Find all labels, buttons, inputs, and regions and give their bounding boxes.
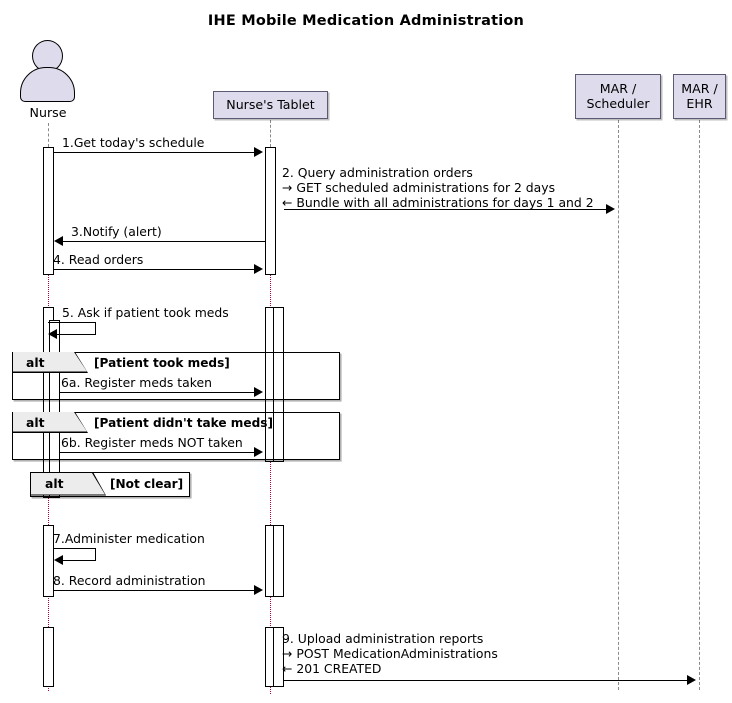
message-sub-2-1: → GET scheduled administrations for 2 da…	[282, 180, 594, 195]
message-label-3: 3.Notify (alert)	[71, 224, 162, 239]
lifeline-nurse-seg2	[48, 274, 49, 308]
arrow-glyph-right: →	[282, 180, 293, 196]
message-arrow-2-line	[284, 209, 608, 210]
message-arrow-1-head	[254, 147, 263, 157]
message-arrow-5-bottom	[56, 334, 96, 335]
message-arrow-7-head	[54, 555, 63, 565]
message-arrow-9-line	[284, 680, 689, 681]
message-arrow-3-head	[54, 236, 63, 246]
participant-label-scheduler-line2: Scheduler	[586, 95, 650, 111]
alt-fragment-1	[12, 352, 340, 400]
lifeline-tablet-seg1	[270, 120, 271, 147]
message-link-2-1[interactable]: GET scheduled administrations for 2 days	[296, 180, 556, 196]
message-label-4: 4. Read orders	[53, 252, 144, 267]
activation-nurse-3	[43, 525, 54, 597]
alt-fragment-1-tag: alt	[26, 355, 45, 370]
alt-fragment-2	[12, 412, 340, 460]
arrow-glyph-right: →	[282, 646, 293, 662]
activation-nurse-4	[43, 627, 54, 687]
participant-scheduler[interactable]: MAR / Scheduler	[575, 74, 661, 119]
actor-body-icon	[20, 67, 75, 102]
message-label-2: 2. Query administration orders	[282, 165, 473, 180]
participant-label-tablet: Nurse's Tablet	[226, 96, 315, 112]
message-link-2-2[interactable]: Bundle with all administrations for days…	[296, 195, 594, 211]
message-sub-9-2: ← 201 CREATED	[282, 661, 498, 676]
message-arrow-5-top	[48, 322, 96, 323]
lifeline-tablet-seg4	[270, 596, 271, 628]
message-link-9-1[interactable]: POST MedicationAdministrations	[296, 646, 498, 662]
diagram-title: IHE Mobile Medication Administration	[207, 13, 525, 29]
lifeline-tablet-seg3	[270, 461, 271, 525]
message-arrow-7-top	[54, 548, 96, 549]
alt-fragment-2-condition: [Patient didn't take meds]	[94, 416, 273, 430]
message-arrow-6a-head	[254, 387, 263, 397]
lifeline-tablet-seg2	[270, 274, 271, 308]
message-arrow-6b-head	[254, 447, 263, 457]
lifeline-ehr	[699, 120, 700, 690]
alt-fragment-3-tag: alt	[45, 476, 64, 491]
participant-label-ehr-line2: EHR	[686, 95, 713, 111]
message-label-5: 5. Ask if patient took meds	[62, 305, 229, 320]
message-arrow-4-line	[54, 269, 256, 270]
arrow-glyph-left: ←	[282, 195, 293, 211]
participant-label-scheduler-line1: MAR /	[599, 80, 637, 96]
message-arrow-8-line	[54, 590, 256, 591]
message-label-6b: 6b. Register meds NOT taken	[61, 435, 243, 450]
lifeline-scheduler	[618, 120, 619, 690]
alt-fragment-1-condition: [Patient took meds]	[94, 356, 230, 370]
message-label-9: 9. Upload administration reports	[282, 631, 484, 646]
lifeline-nurse-seg3	[48, 497, 49, 525]
message-label-8: 8. Record administration	[53, 573, 206, 588]
alt-fragment-1-header	[13, 352, 87, 372]
message-sub-9-1: → POST MedicationAdministrations	[282, 646, 498, 661]
lifeline-nurse-seg1	[48, 123, 49, 147]
message-arrow-3-line	[62, 241, 265, 242]
activation-tablet-4b	[273, 627, 284, 687]
message-arrow-8-head	[254, 585, 263, 595]
message-label-7: 7.Administer medication	[53, 531, 205, 546]
message-label-6a: 6a. Register meds taken	[61, 375, 212, 390]
message-arrow-9-head	[687, 675, 696, 685]
message-arrow-5-side	[95, 322, 96, 334]
message-arrow-7-bottom	[62, 560, 96, 561]
message-arrow-7-side	[95, 548, 96, 560]
message-block-2: 2. Query administration orders → GET sch…	[282, 165, 594, 211]
message-arrow-5-head	[48, 329, 57, 339]
arrow-glyph-left: ←	[282, 661, 293, 677]
lifeline-tablet-seg5	[270, 686, 271, 694]
activation-nurse-2b	[49, 320, 60, 498]
activation-nurse-1	[43, 147, 54, 275]
activation-tablet-1	[265, 147, 276, 275]
participant-tablet[interactable]: Nurse's Tablet	[213, 91, 328, 119]
participant-label-nurse: Nurse	[29, 105, 67, 120]
alt-fragment-2-header	[13, 412, 87, 432]
message-arrow-2-head	[606, 204, 615, 214]
activation-tablet-3b	[273, 525, 284, 597]
message-arrow-4-head	[254, 264, 263, 274]
message-sub-2-2: ← Bundle with all administrations for da…	[282, 195, 594, 210]
message-status-9-2: 201 CREATED	[296, 661, 382, 677]
message-block-9: 9. Upload administration reports → POST …	[282, 631, 498, 677]
message-arrow-6a-line	[60, 392, 256, 393]
message-arrow-6b-line	[60, 452, 256, 453]
participant-label-ehr-line1: MAR /	[681, 80, 718, 96]
alt-fragment-3-header	[31, 473, 105, 495]
participant-ehr[interactable]: MAR / EHR	[673, 74, 726, 119]
activation-tablet-2b	[273, 307, 284, 462]
message-arrow-1-line	[54, 152, 256, 153]
alt-fragment-2-tag: alt	[26, 415, 45, 430]
message-label-1: 1.Get today's schedule	[62, 135, 205, 150]
alt-fragment-3-condition: [Not clear]	[110, 477, 184, 491]
